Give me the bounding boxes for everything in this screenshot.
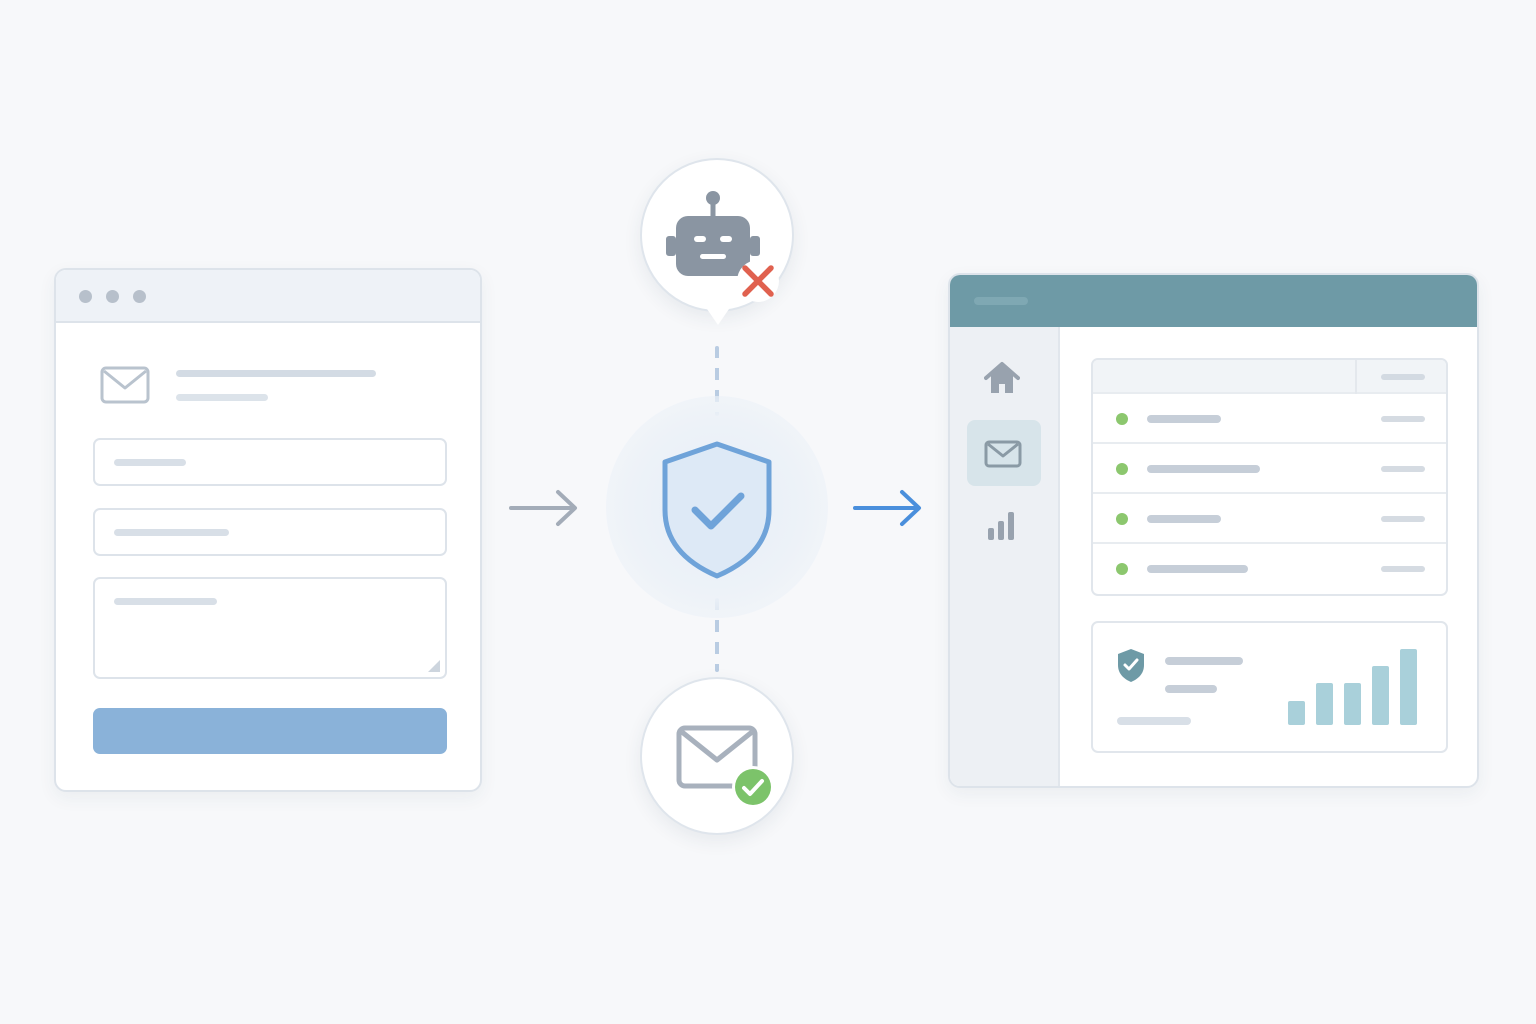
arrow-right-icon	[853, 490, 921, 526]
row-meta-placeholder	[1381, 466, 1425, 472]
list-item[interactable]	[1093, 394, 1446, 444]
check-circle-icon	[732, 766, 774, 808]
stats-value-placeholder	[1165, 685, 1217, 693]
form-subheading-placeholder	[176, 394, 268, 401]
status-dot	[1116, 563, 1128, 575]
stats-bar	[1316, 683, 1333, 725]
list-item[interactable]	[1093, 544, 1446, 594]
envelope-icon	[984, 440, 1022, 468]
row-meta-placeholder	[1381, 566, 1425, 572]
list-item[interactable]	[1093, 494, 1446, 544]
protection-stats-card	[1091, 621, 1448, 753]
dashboard-sidebar	[950, 327, 1060, 786]
stats-bar	[1288, 701, 1305, 725]
name-field[interactable]	[93, 438, 447, 486]
message-list	[1091, 358, 1448, 596]
message-textarea[interactable]	[93, 577, 447, 679]
shield-check-icon	[662, 441, 772, 579]
bubble-tail	[707, 309, 729, 325]
stats-bar	[1372, 666, 1389, 725]
connector-dashed-line	[715, 598, 719, 672]
window-dot-2	[106, 290, 119, 303]
status-dot	[1116, 413, 1128, 425]
header-column-placeholder	[1381, 374, 1425, 380]
status-dot	[1116, 463, 1128, 475]
row-text-placeholder	[1147, 565, 1248, 573]
header-title-placeholder	[974, 297, 1028, 305]
arrow-right-icon	[509, 490, 577, 526]
name-field-placeholder	[114, 459, 186, 466]
form-heading-placeholder	[176, 370, 376, 377]
header-divider	[1355, 360, 1357, 394]
resize-handle-icon[interactable]	[427, 659, 441, 673]
shield-check-icon	[1118, 649, 1144, 682]
envelope-icon	[100, 366, 150, 404]
message-list-header	[1093, 360, 1446, 394]
connector-dashed-line	[715, 346, 719, 416]
row-text-placeholder	[1147, 415, 1221, 423]
stats-title-placeholder	[1165, 657, 1243, 665]
home-icon[interactable]	[984, 361, 1020, 395]
dashboard-window	[948, 273, 1479, 788]
dashboard-header	[950, 275, 1477, 327]
row-meta-placeholder	[1381, 416, 1425, 422]
list-item[interactable]	[1093, 444, 1446, 494]
window-dot-3	[133, 290, 146, 303]
window-dot-1	[79, 290, 92, 303]
contact-form-window	[54, 268, 482, 792]
stats-caption-placeholder	[1117, 717, 1191, 725]
chart-icon[interactable]	[986, 508, 1020, 542]
window-titlebar	[56, 270, 480, 323]
row-text-placeholder	[1147, 515, 1221, 523]
sidebar-item-mail[interactable]	[967, 420, 1041, 486]
envelope-icon	[676, 725, 758, 789]
row-meta-placeholder	[1381, 516, 1425, 522]
email-field-placeholder	[114, 529, 229, 536]
message-field-placeholder	[114, 598, 217, 605]
submit-button[interactable]	[93, 708, 447, 754]
robot-icon	[666, 191, 760, 276]
stats-bar	[1400, 649, 1417, 725]
email-field[interactable]	[93, 508, 447, 556]
status-dot	[1116, 513, 1128, 525]
row-text-placeholder	[1147, 465, 1260, 473]
stats-bar	[1344, 683, 1361, 725]
close-icon	[737, 260, 779, 302]
